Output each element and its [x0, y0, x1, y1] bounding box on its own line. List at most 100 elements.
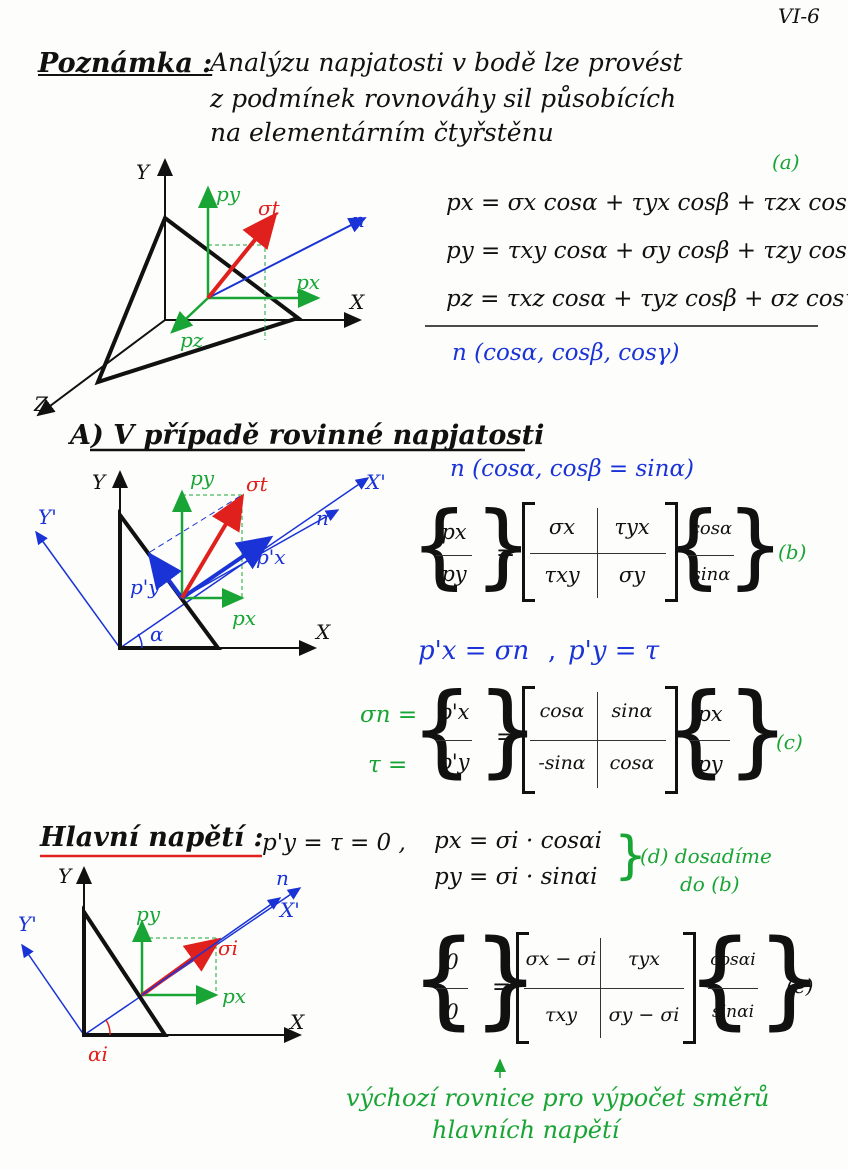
fig-b-axis-x: X — [316, 620, 331, 644]
eq-c-rhs-divider — [690, 740, 730, 741]
eq-c-tag: (c) — [776, 730, 803, 754]
eq-c-r2: py — [697, 752, 723, 776]
fig-a-axis-y: Y — [136, 160, 150, 184]
fig-b-axis-x1: X' — [366, 470, 386, 494]
eq-e-lhs-divider — [436, 988, 468, 989]
fig-b-py1: p'y — [130, 575, 160, 599]
eq-b-m11: σx — [548, 515, 576, 539]
eq-b-lhs-2: py — [441, 562, 467, 586]
note-line-2: z podmínek rovnováhy sil působících — [210, 84, 677, 113]
eq-a-normal: n (cosα, cosβ, cosγ) — [452, 340, 680, 366]
fig-a-axis-z: Z — [34, 392, 48, 416]
eq-b-lhs-1: px — [441, 520, 467, 544]
fig-d-py: py — [136, 902, 161, 926]
note-heading: Poznámka : — [38, 48, 213, 79]
fig-a-py: py — [216, 182, 241, 206]
page-label: VI-6 — [778, 4, 820, 28]
eq-c-matrix — [522, 686, 678, 794]
eq-c-m22: cosα — [609, 752, 655, 774]
eq-b-lhs-divider — [436, 555, 472, 556]
eq-c-lhs-brace-open: { — [410, 671, 474, 788]
eq-a-row-1: px = σx cosα + τyx cosβ + τzx cosγ — [446, 190, 848, 216]
eq-c-equals: = — [496, 724, 516, 750]
eq-b-rhs-divider — [688, 555, 734, 556]
footnote-line-2: hlavních napětí — [432, 1116, 620, 1144]
principal-eq-1: px = σi · cosαi — [434, 828, 602, 854]
fig-d-axis-y: Y — [58, 864, 72, 888]
note-line-1: Analýzu napjatosti v bodě lze provést — [210, 48, 683, 77]
footnote-line-1: výchozí rovnice pro výpočet směrů — [346, 1084, 770, 1112]
eq-b-matrix — [522, 502, 678, 602]
eq-e-r2: sinαi — [711, 1002, 755, 1022]
eq-b-tag: (b) — [778, 540, 807, 564]
eq-a-tag: (a) — [772, 150, 800, 174]
eq-b-lhs-brace-open: { — [410, 492, 469, 599]
eq-c-lhs-1: p'x — [438, 700, 470, 724]
section-a-normal: n (cosα, cosβ = sinα) — [450, 456, 694, 482]
eq-e-rhs-brace-close: } — [756, 917, 824, 1040]
eq-mid-left: p'x = σn — [418, 636, 530, 666]
eq-e-r1: cosαi — [710, 950, 756, 970]
eq-e-rhs-divider — [708, 988, 758, 989]
fig-a-pz: pz — [180, 328, 204, 352]
fig-b-axis-y1: Y' — [38, 505, 57, 529]
eq-e-matrix — [516, 932, 696, 1044]
fig-b-n: n — [316, 506, 329, 530]
principal-tag-2: do (b) — [680, 872, 740, 896]
eq-c-m11: cosα — [539, 700, 585, 722]
eq-e-lhs-brace-open: { — [410, 917, 478, 1040]
eq-mid-right: p'y = τ — [568, 636, 660, 666]
fig-d-axis-x1: X' — [280, 898, 300, 922]
fig-b-py: py — [190, 466, 215, 490]
section-a-heading: A) V případě rovinné napjatosti — [70, 420, 545, 451]
eq-c-matrix-vline — [597, 692, 598, 788]
eq-b-matrix-vline — [597, 508, 598, 598]
eq-b-rhs-brace-close: } — [726, 492, 785, 599]
principal-tag: (d) dosadíme — [640, 844, 772, 868]
eq-e-lhs-brace-close: } — [472, 917, 540, 1040]
fig-d-alpha-i: αi — [88, 1042, 108, 1066]
eq-c-label-1: σn = — [360, 702, 418, 728]
eq-b-m12: τyx — [614, 515, 650, 539]
fig-b-alpha: α — [150, 622, 164, 646]
fig-d-sigma-i: σi — [218, 936, 239, 960]
fig-b-px: px — [232, 606, 257, 630]
eq-e-m22: σy − σi — [608, 1004, 680, 1026]
principal-heading: Hlavní napětí : — [40, 822, 264, 853]
eq-e-m12: τyx — [628, 948, 660, 970]
eq-b-r2: sinα — [691, 564, 731, 585]
fig-a-sigma-t: σt — [258, 196, 280, 220]
eq-e-lhs-1: 0 — [445, 950, 459, 974]
principal-eq-2: py = σi · sinαi — [434, 864, 598, 890]
eq-c-lhs-brace-close: } — [476, 671, 540, 788]
fig-a-axis-x: X — [350, 290, 365, 314]
eq-c-lhs-divider — [436, 740, 472, 741]
eq-b-r1: cosα — [689, 518, 733, 539]
eq-b-rhs-brace-open: { — [664, 492, 723, 599]
eq-c-m12: sinα — [611, 700, 653, 722]
eq-e-equals: = — [492, 974, 512, 1000]
eq-c-m21: -sinα — [538, 752, 586, 774]
fig-a-px: px — [296, 270, 321, 294]
eq-e-tag: (e) — [786, 974, 814, 998]
eq-c-r1: px — [697, 702, 723, 726]
eq-e-matrix-hline — [524, 988, 684, 989]
eq-b-equals: = — [496, 540, 516, 566]
fig-d-axis-x: X — [290, 1010, 305, 1034]
eq-e-m21: τxy — [545, 1004, 577, 1026]
eq-a-row-3: pz = τxz cosα + τyz cosβ + σz cosγ — [446, 286, 848, 312]
fig-b-axis-y: Y — [92, 470, 106, 494]
fig-d-axis-y1: Y' — [18, 912, 37, 936]
fig-b-sigma-t: σt — [246, 472, 268, 496]
eq-c-rhs-brace-close: } — [726, 671, 790, 788]
eq-e-matrix-vline — [600, 938, 601, 1038]
fig-b-px1: p'x — [256, 545, 286, 569]
eq-c-rhs-brace-open: { — [664, 671, 728, 788]
eq-b-m21: τxy — [544, 563, 580, 587]
principal-brace: } — [614, 826, 648, 886]
eq-c-matrix-hline — [530, 740, 666, 741]
eq-e-m11: σx − σi — [525, 948, 597, 970]
eq-b-m22: σy — [618, 563, 646, 587]
note-line-3: na elementárním čtyřstěnu — [210, 118, 554, 147]
